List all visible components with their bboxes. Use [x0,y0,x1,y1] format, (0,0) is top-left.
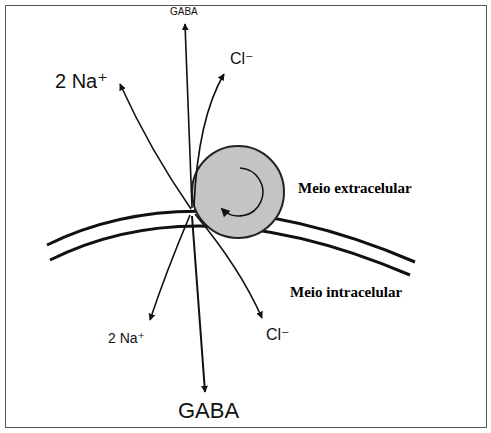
frame-border [6,6,487,428]
ion-label: 2 Na⁺ [108,330,145,346]
region-label: Meio extracelular [298,180,412,197]
chloride-in-arrow [195,214,262,318]
ion-label: GABA [178,398,239,423]
ion-label: GABA [170,6,198,18]
sodium-out-arrow [120,84,191,209]
chloride-out-arrow [194,74,224,206]
region-label: Meio intracelular [290,284,402,301]
gaba-in-arrow [192,216,205,392]
gaba-out-arrow [185,24,192,208]
ion-label: 2 Na⁺ [55,70,108,93]
sodium-in-arrow [150,215,190,320]
transporter-protein [192,146,284,238]
rotation-arrow [222,168,263,216]
ion-label: Cl⁻ [266,326,290,344]
ion-label: Cl⁻ [230,50,254,68]
